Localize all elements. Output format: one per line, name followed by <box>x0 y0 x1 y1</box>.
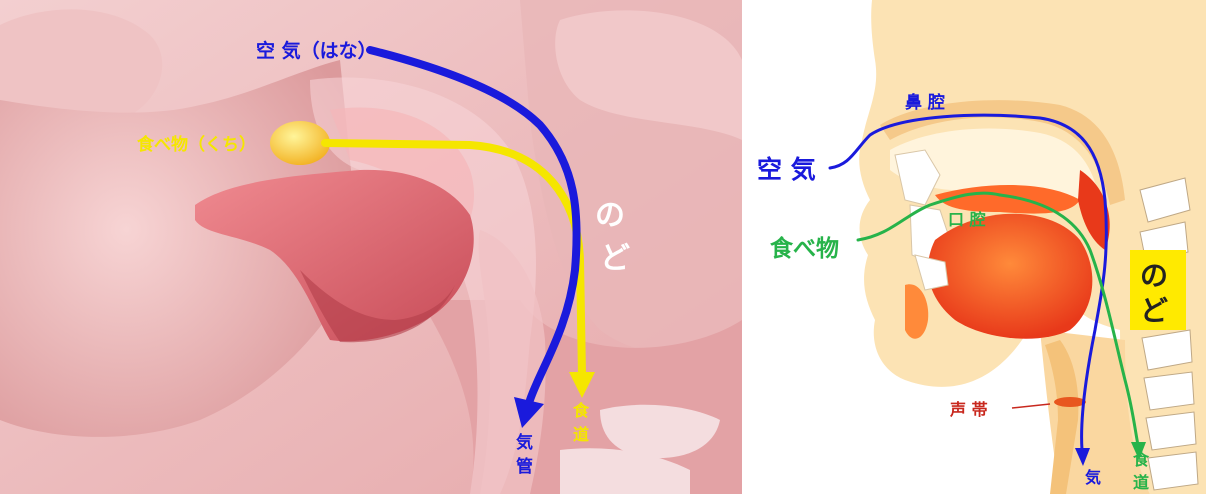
esophagus-label-right-1: 食 <box>1132 450 1150 469</box>
vocal-cords-label: 声 帯 <box>949 400 988 419</box>
food-label-right: 食べ物 <box>770 235 839 262</box>
nasal-cavity-label: 鼻 腔 <box>905 92 945 113</box>
air-label-right: 空 気 <box>757 155 816 184</box>
throat-label-left-2: ど <box>600 241 630 276</box>
oral-cavity-label: 口 腔 <box>948 210 986 229</box>
left-panel: 空 気（はな） 食べ物（くち） の ど 気 管 食 道 <box>0 0 742 494</box>
right-panel: 鼻 腔 空 気 口 腔 食べ物 の ど 声 帯 気 食 道 <box>742 0 1206 494</box>
food-label-left: 食べ物（くち） <box>137 134 256 155</box>
throat-label-left-1: の <box>595 198 625 233</box>
throat-label-right-2: ど <box>1140 294 1168 327</box>
trachea-label-left-2: 管 <box>516 456 533 477</box>
trachea-label-right: 気 <box>1085 468 1101 487</box>
esophagus-label-left-1: 食 <box>572 401 590 420</box>
throat-label-right-1: の <box>1140 259 1168 292</box>
esophagus-label-right-2: 道 <box>1133 473 1149 492</box>
esophagus-label-left-2: 道 <box>573 425 589 444</box>
vocal-cords-shape <box>1054 397 1086 407</box>
trachea-label-left-1: 気 <box>515 432 533 453</box>
air-label-left: 空 気（はな） <box>256 39 377 62</box>
